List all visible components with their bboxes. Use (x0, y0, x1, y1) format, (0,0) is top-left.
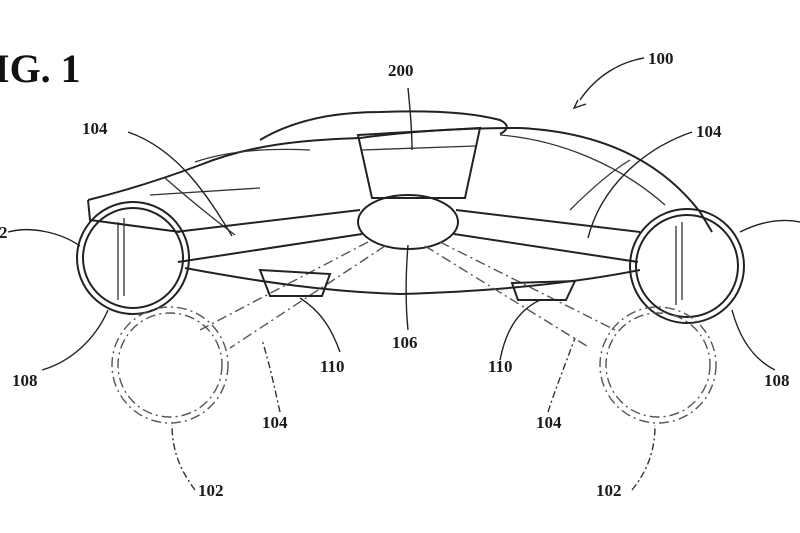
arm-104-right (453, 209, 641, 263)
label-110-left: 110 (320, 357, 345, 376)
label-200: 200 (388, 61, 414, 80)
rotor-102-left-dashed (111, 306, 229, 424)
vehicle-body (87, 110, 713, 296)
label-104-bottom-right: 104 (536, 413, 562, 432)
canopy-unit-200 (356, 126, 482, 199)
label-108-left: 108 (12, 371, 38, 390)
foot-110-left (258, 268, 332, 297)
label-102-right: 102 (596, 481, 622, 500)
foot-110-right (510, 279, 577, 301)
label-100: 100 (648, 49, 674, 68)
rotor-102-right-dashed (599, 306, 717, 424)
label-102-left: 102 (198, 481, 224, 500)
label-104-bottom-left: 104 (262, 413, 288, 432)
label-108-right: 108 (764, 371, 790, 390)
leader-lines (7, 57, 800, 491)
rotor-108-right (629, 208, 745, 324)
arm-104-dashed-left (199, 241, 386, 349)
arm-104-left (174, 209, 363, 263)
arm-104-dashed-right (424, 241, 616, 349)
label-106: 106 (392, 333, 418, 352)
figure-title: IG. 1 (0, 46, 81, 91)
central-hub-106 (357, 194, 459, 250)
label-2-left: 2 (0, 223, 8, 242)
label-104-top-left: 104 (82, 119, 108, 138)
rotor-108-left (76, 201, 190, 315)
label-104-top-right: 104 (696, 122, 722, 141)
label-110-right: 110 (488, 357, 513, 376)
